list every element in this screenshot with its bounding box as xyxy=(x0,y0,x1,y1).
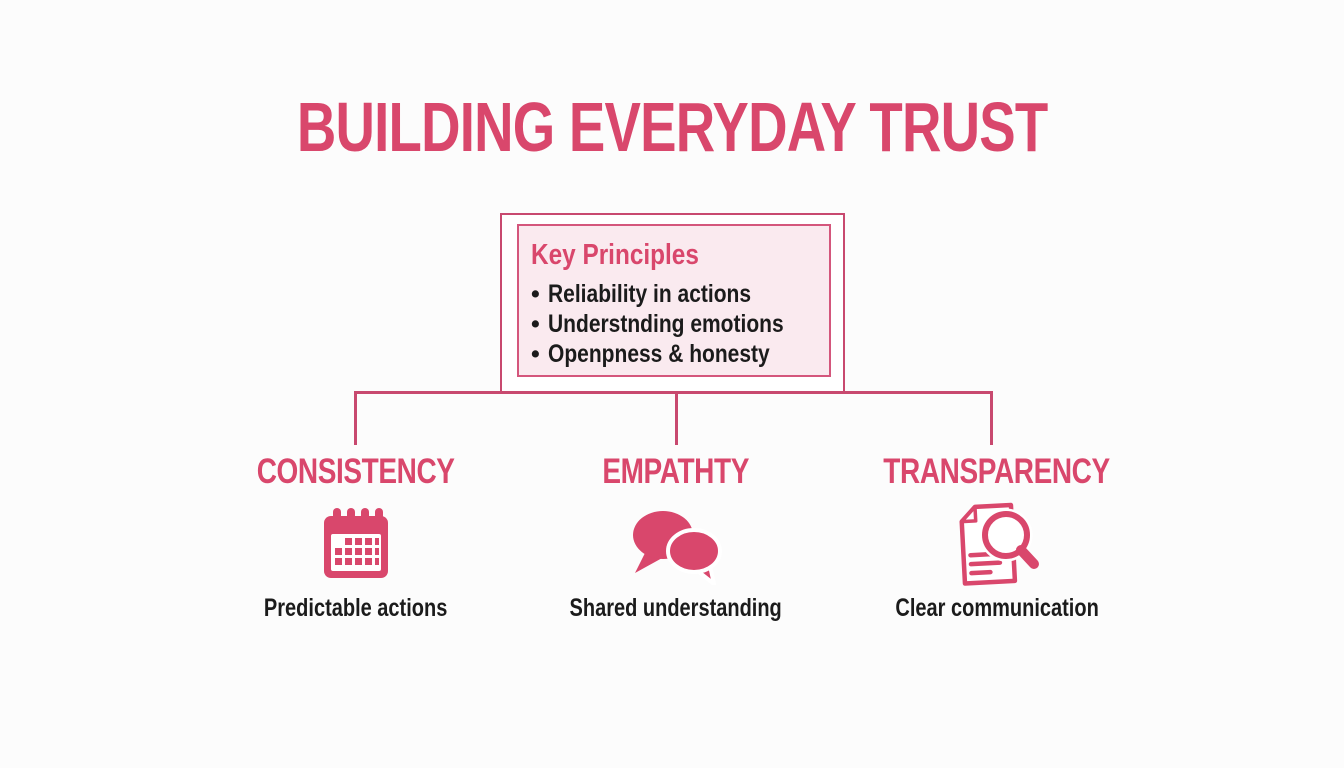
page-title-text: BUILDING EVERYDAY TRUST xyxy=(296,88,1048,166)
document-search-icon xyxy=(953,502,1041,586)
key-principle-item: • Reliability in actions xyxy=(531,279,829,309)
bullet-dot: • xyxy=(531,309,540,338)
connector-drop-center xyxy=(675,391,678,445)
pillar-empathy-heading: EMPATHTY xyxy=(602,452,750,491)
bullet-dot: • xyxy=(531,339,540,368)
pillar-transparency: TRANSPARENCY Clear communication xyxy=(837,452,1157,622)
pillar-empathy: EMPATHTY Shared understanding xyxy=(516,452,836,622)
pillar-consistency-description: Predictable actions xyxy=(264,594,448,622)
key-principles-list: • Reliability in actions • Understnding … xyxy=(531,279,829,369)
pillar-transparency-description: Clear communication xyxy=(895,594,1099,622)
pillar-consistency-heading: CONSISTENCY xyxy=(257,452,455,491)
connector-drop-left xyxy=(354,391,357,445)
key-principle-text: Reliability in actions xyxy=(548,279,752,308)
connector-horizontal-line xyxy=(354,391,993,394)
calendar-icon xyxy=(322,506,390,584)
pillar-consistency: CONSISTENCY xyxy=(196,452,516,622)
speech-bubbles-icon xyxy=(626,506,726,585)
key-principles-inner-box: Key Principles • Reliability in actions … xyxy=(517,224,831,377)
key-principle-item: • Understnding emotions xyxy=(531,309,829,339)
connector-drop-right xyxy=(990,391,993,445)
pillar-transparency-heading: TRANSPARENCY xyxy=(883,452,1111,491)
key-principle-text: Understnding emotions xyxy=(548,309,784,338)
key-principle-item: • Openpness & honesty xyxy=(531,339,829,369)
key-principles-outer-box: Key Principles • Reliability in actions … xyxy=(500,213,845,393)
pillar-empathy-description: Shared understanding xyxy=(569,594,783,622)
page-title: BUILDING EVERYDAY TRUST xyxy=(0,92,1344,162)
key-principles-heading: Key Principles xyxy=(531,239,699,271)
bullet-dot: • xyxy=(531,279,540,308)
key-principle-text: Openpness & honesty xyxy=(548,339,770,368)
